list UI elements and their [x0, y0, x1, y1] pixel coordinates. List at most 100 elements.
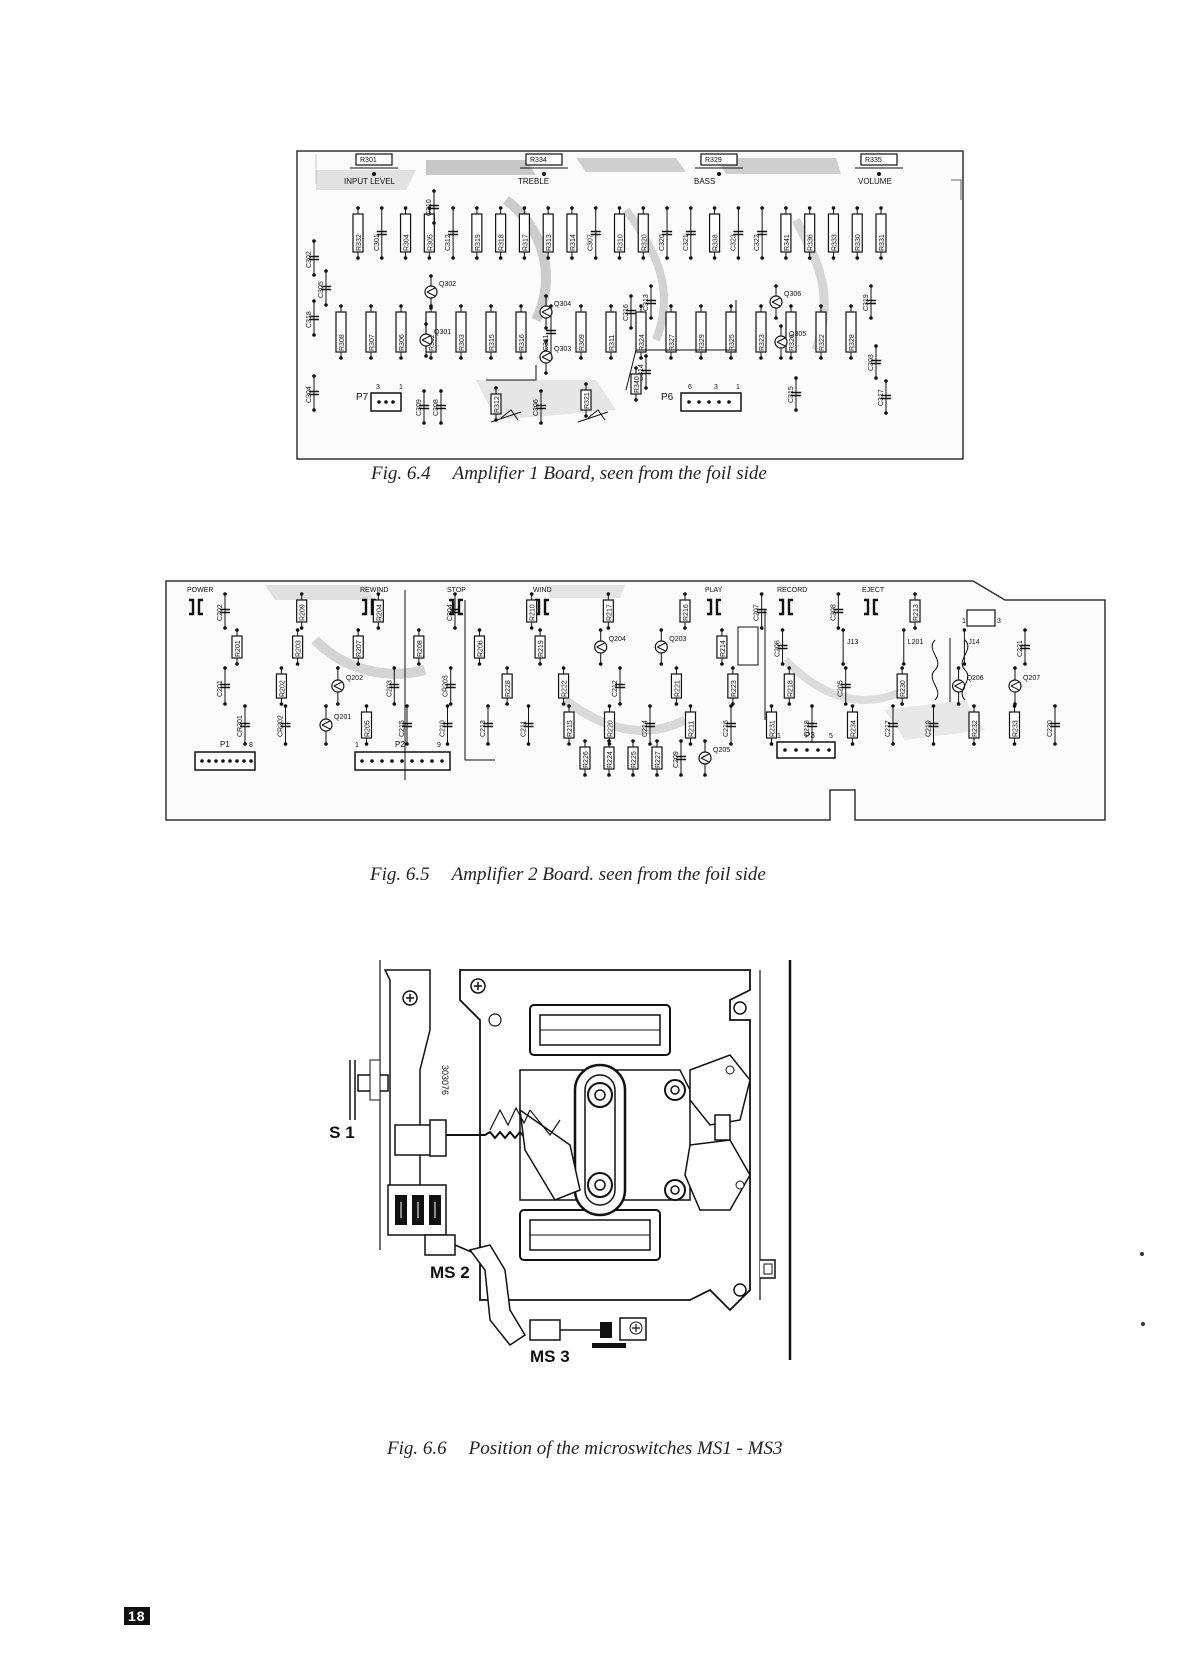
component-label: C307	[588, 234, 595, 251]
component-label: C321	[683, 234, 690, 251]
component-label: Q305	[789, 331, 806, 338]
label-p1: P1	[220, 740, 230, 749]
component-label: R325	[729, 334, 736, 351]
component-label: C215	[399, 720, 406, 737]
component-label: R219	[538, 640, 545, 657]
component-label: CR203	[443, 675, 450, 697]
component-label: R303	[459, 334, 466, 351]
component-label: Q207	[1023, 675, 1040, 682]
pin-label: 3	[376, 384, 380, 391]
component-label: C214	[642, 720, 649, 737]
pin-label: 1	[355, 742, 359, 749]
component-label: R232	[972, 720, 979, 737]
label-p7: P7	[356, 392, 369, 403]
component-label: C319	[863, 294, 870, 311]
component-label: J14	[968, 639, 979, 646]
component-label: R327	[669, 334, 676, 351]
component-label: C305	[318, 281, 325, 298]
component-label: R319	[475, 234, 482, 251]
component-label: R322	[819, 334, 826, 351]
component-label: C221	[1017, 640, 1024, 657]
component-label: R202	[279, 680, 286, 697]
pin-label: 3	[714, 384, 718, 391]
component-label: C210	[440, 720, 447, 737]
component-label: Q304	[554, 301, 571, 308]
component-label: R307	[369, 334, 376, 351]
component-label: REWIND	[360, 587, 388, 594]
component-label: Q306	[784, 291, 801, 298]
component-label: R333	[831, 234, 838, 251]
pin-label: 1	[962, 618, 966, 625]
component-label: R216	[683, 604, 690, 621]
caption-number: Fig. 6.4	[371, 463, 431, 484]
component-label: R316	[519, 334, 526, 351]
pin-label: 6	[688, 384, 692, 391]
component-label: C308	[433, 399, 440, 416]
component-label: R207	[356, 640, 363, 657]
component-label: R210	[530, 604, 537, 621]
pin-label: 3	[997, 618, 1001, 625]
component-label: R308	[339, 334, 346, 351]
component-label: R320	[641, 234, 648, 251]
component-label: C310	[426, 199, 433, 216]
component-label: C204	[447, 604, 454, 621]
pin-label: 9	[437, 742, 441, 749]
component-label: R318	[499, 234, 506, 251]
component-label: R215	[567, 720, 574, 737]
component-label: R314	[570, 234, 577, 251]
component-label: R306	[399, 334, 406, 351]
component-label: R204	[376, 604, 383, 621]
component-label: R312	[494, 396, 501, 413]
component-label: Q301	[434, 329, 451, 336]
ms3-label: MS 3	[530, 1347, 570, 1366]
component-label: R220	[608, 720, 615, 737]
component-label: R208	[417, 640, 424, 657]
component-label: C318	[306, 311, 313, 328]
component-label: POWER	[187, 587, 213, 594]
component-label: Q302	[439, 281, 456, 288]
component-label: Q203	[669, 636, 686, 643]
component-label: C207	[754, 604, 761, 621]
component-label: EJECT	[862, 587, 885, 594]
component-label: R214	[720, 640, 727, 657]
component-label: R225	[631, 751, 638, 768]
component-label: C303	[868, 354, 875, 371]
component-label: R340	[634, 376, 641, 393]
component-label: R317	[522, 234, 529, 251]
component-label: C203	[386, 680, 393, 697]
component-label: R222	[562, 680, 569, 697]
component-label: C320	[659, 234, 666, 251]
component-label: STOP	[447, 587, 466, 594]
component-label: R233	[1013, 720, 1020, 737]
component-label: C201	[217, 680, 224, 697]
component-label: L201	[908, 639, 924, 646]
caption-text: Position of the microswitches MS1 - MS3	[468, 1438, 783, 1459]
caption-number: Fig. 6.6	[387, 1438, 447, 1459]
component-label: R305	[427, 234, 434, 251]
component-label: C301	[374, 234, 381, 251]
component-label: R315	[489, 334, 496, 351]
component-label: R213	[913, 604, 920, 621]
component-label: BASS	[694, 177, 715, 186]
component-label: Q201	[334, 714, 351, 721]
component-label: C313	[643, 294, 650, 311]
component-label: R329	[705, 157, 722, 164]
label-p6: P6	[661, 392, 674, 403]
caption-fig-6-6: Fig. 6.6 Position of the microswitches MS…	[387, 1438, 782, 1460]
component-label: C209	[673, 751, 680, 768]
component-label: C218	[804, 720, 811, 737]
component-label: CR201	[237, 715, 244, 737]
component-label: R335	[865, 157, 882, 164]
component-label: C323	[730, 234, 737, 251]
component-label: C306	[533, 399, 540, 416]
component-label: R234	[851, 720, 858, 737]
component-label: R329	[699, 334, 706, 351]
component-label: Q204	[609, 636, 626, 643]
component-label: R321	[584, 392, 591, 409]
label-p3: P3	[805, 731, 815, 740]
component-label: C202	[217, 604, 224, 621]
component-label: R205	[365, 720, 372, 737]
